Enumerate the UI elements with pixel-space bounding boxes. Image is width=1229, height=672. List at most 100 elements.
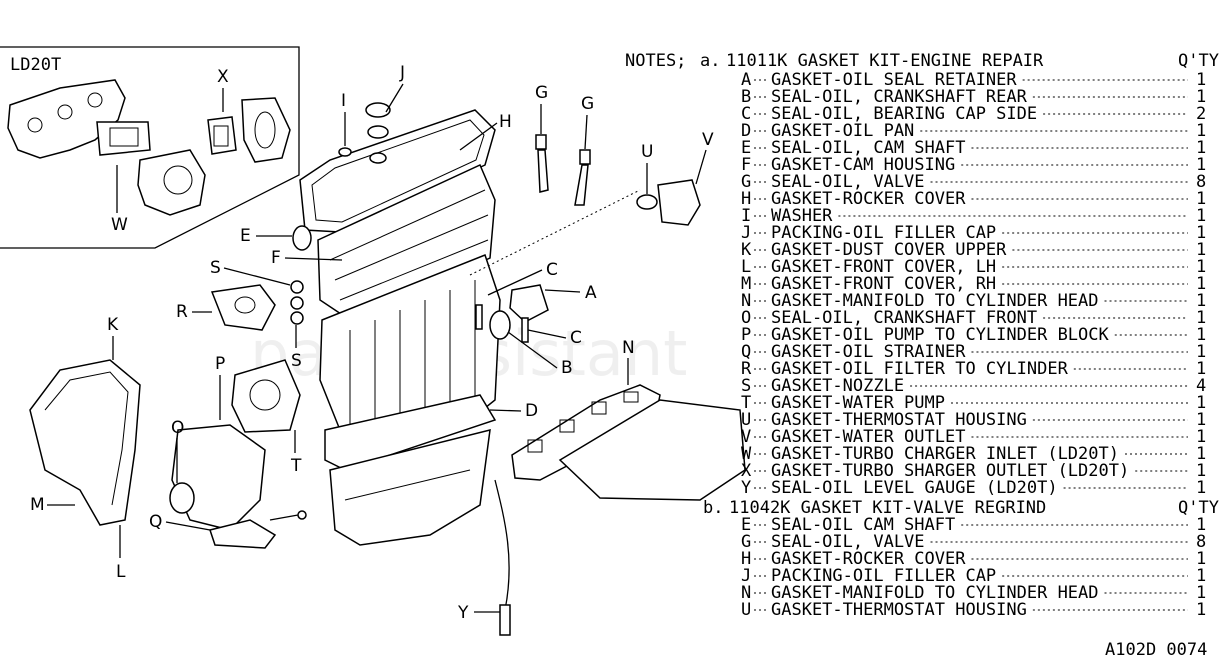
part-qty: 1 <box>1196 87 1206 107</box>
part-code: U <box>741 600 751 620</box>
part-qty: 1 <box>1196 325 1206 345</box>
part-row: Q GASKET-OIL STRAINER 1 <box>741 342 1206 362</box>
part-description: SEAL-OIL, BEARING CAP SIDE <box>771 104 1037 124</box>
part-description: SEAL-OIL, CRANKSHAFT FRONT <box>771 308 1037 328</box>
part-code: H <box>741 189 751 209</box>
svg-text:G: G <box>581 94 594 114</box>
part-qty: 1 <box>1196 138 1206 158</box>
svg-text:X: X <box>217 67 229 87</box>
part-description: GASKET-FRONT COVER, RH <box>771 274 996 294</box>
part-description: GASKET-OIL FILTER TO CYLINDER <box>771 359 1069 379</box>
part-code: S <box>741 376 751 396</box>
part-qty: 1 <box>1196 359 1206 379</box>
svg-text:Y: Y <box>457 603 469 623</box>
svg-text:P: P <box>215 354 225 374</box>
part-qty: 1 <box>1196 223 1206 243</box>
part-qty: 1 <box>1196 155 1206 175</box>
kit-a-qty-heading: Q'TY <box>1178 51 1219 71</box>
part-description: GASKET-TURBO CHARGER INLET (LD20T) <box>771 444 1119 464</box>
part-description: GASKET-WATER OUTLET <box>771 427 965 447</box>
svg-text:C: C <box>546 260 558 280</box>
svg-text:G: G <box>535 83 548 103</box>
part-qty: 1 <box>1196 291 1206 311</box>
part-description: GASKET-ROCKER COVER <box>771 189 966 209</box>
part-description: GASKET-OIL STRAINER <box>771 342 966 362</box>
svg-text:N: N <box>622 338 635 358</box>
svg-text:S: S <box>291 351 302 371</box>
svg-text:C: C <box>570 328 582 348</box>
part-qty: 1 <box>1196 566 1206 586</box>
kit-b-qty-heading: Q'TY <box>1178 498 1219 518</box>
svg-text:B: B <box>561 358 573 378</box>
part-code: N <box>741 583 751 603</box>
part-code: I <box>741 206 751 226</box>
part-code: R <box>741 359 752 379</box>
inset-title: LD20T <box>10 55 61 75</box>
part-code: Q <box>741 342 751 362</box>
part-code: F <box>741 155 751 175</box>
part-qty: 1 <box>1196 70 1206 90</box>
part-code: P <box>741 325 751 345</box>
svg-text:W: W <box>111 215 128 235</box>
part-row: H GASKET-ROCKER COVER 1 <box>741 189 1206 209</box>
kit-a-marker: a. <box>700 51 720 71</box>
part-code: D <box>741 121 751 141</box>
part-qty: 1 <box>1196 583 1206 603</box>
part-description: GASKET-WATER PUMP <box>771 393 945 413</box>
part-code: V <box>741 427 751 447</box>
part-qty: 1 <box>1196 410 1206 430</box>
part-description: GASKET-FRONT COVER, LH <box>771 257 996 277</box>
part-code: L <box>741 257 751 277</box>
part-qty: 1 <box>1196 206 1206 226</box>
part-qty: 1 <box>1196 189 1206 209</box>
part-code: E <box>741 515 751 535</box>
part-description: SEAL-OIL, VALVE <box>771 172 925 192</box>
part-row: E SEAL-OIL CAM SHAFT 1 <box>741 515 1206 535</box>
svg-text:H: H <box>499 112 512 132</box>
part-qty: 1 <box>1196 393 1206 413</box>
svg-text:I: I <box>341 91 346 111</box>
part-qty: 1 <box>1196 274 1206 294</box>
part-description: PACKING-OIL FILLER CAP <box>771 223 996 243</box>
part-description: GASKET-OIL SEAL RETAINER <box>771 70 1017 90</box>
part-code: N <box>741 291 751 311</box>
svg-text:L: L <box>116 562 126 582</box>
part-code: W <box>741 444 752 464</box>
part-code: B <box>741 87 751 107</box>
part-description: GASKET-MANIFOLD TO CYLINDER HEAD <box>771 291 1099 311</box>
ld20t-inset: LD20T X W <box>0 46 300 249</box>
part-description: SEAL-OIL CAM SHAFT <box>771 515 955 535</box>
svg-text:U: U <box>641 142 653 162</box>
parts-list: NOTES; a. 11011K GASKET KIT-ENGINE REPAI… <box>625 51 1219 620</box>
kit-b-marker: b. <box>703 498 723 518</box>
svg-text:D: D <box>525 401 538 421</box>
part-row: R GASKET-OIL FILTER TO CYLINDER 1 <box>741 359 1206 379</box>
part-code: K <box>741 240 752 260</box>
part-qty: 1 <box>1196 515 1206 535</box>
part-qty: 4 <box>1196 376 1206 396</box>
part-code: H <box>741 549 751 569</box>
svg-text:K: K <box>107 315 119 335</box>
part-description: GASKET-ROCKER COVER <box>771 549 966 569</box>
part-qty: 1 <box>1196 342 1206 362</box>
part-description: PACKING-OIL FILLER CAP <box>771 566 996 586</box>
part-qty: 8 <box>1196 172 1206 192</box>
engine-assembly <box>29 102 746 636</box>
part-code: M <box>741 274 751 294</box>
kit-a-title: 11011K GASKET KIT-ENGINE REPAIR <box>726 51 1044 71</box>
